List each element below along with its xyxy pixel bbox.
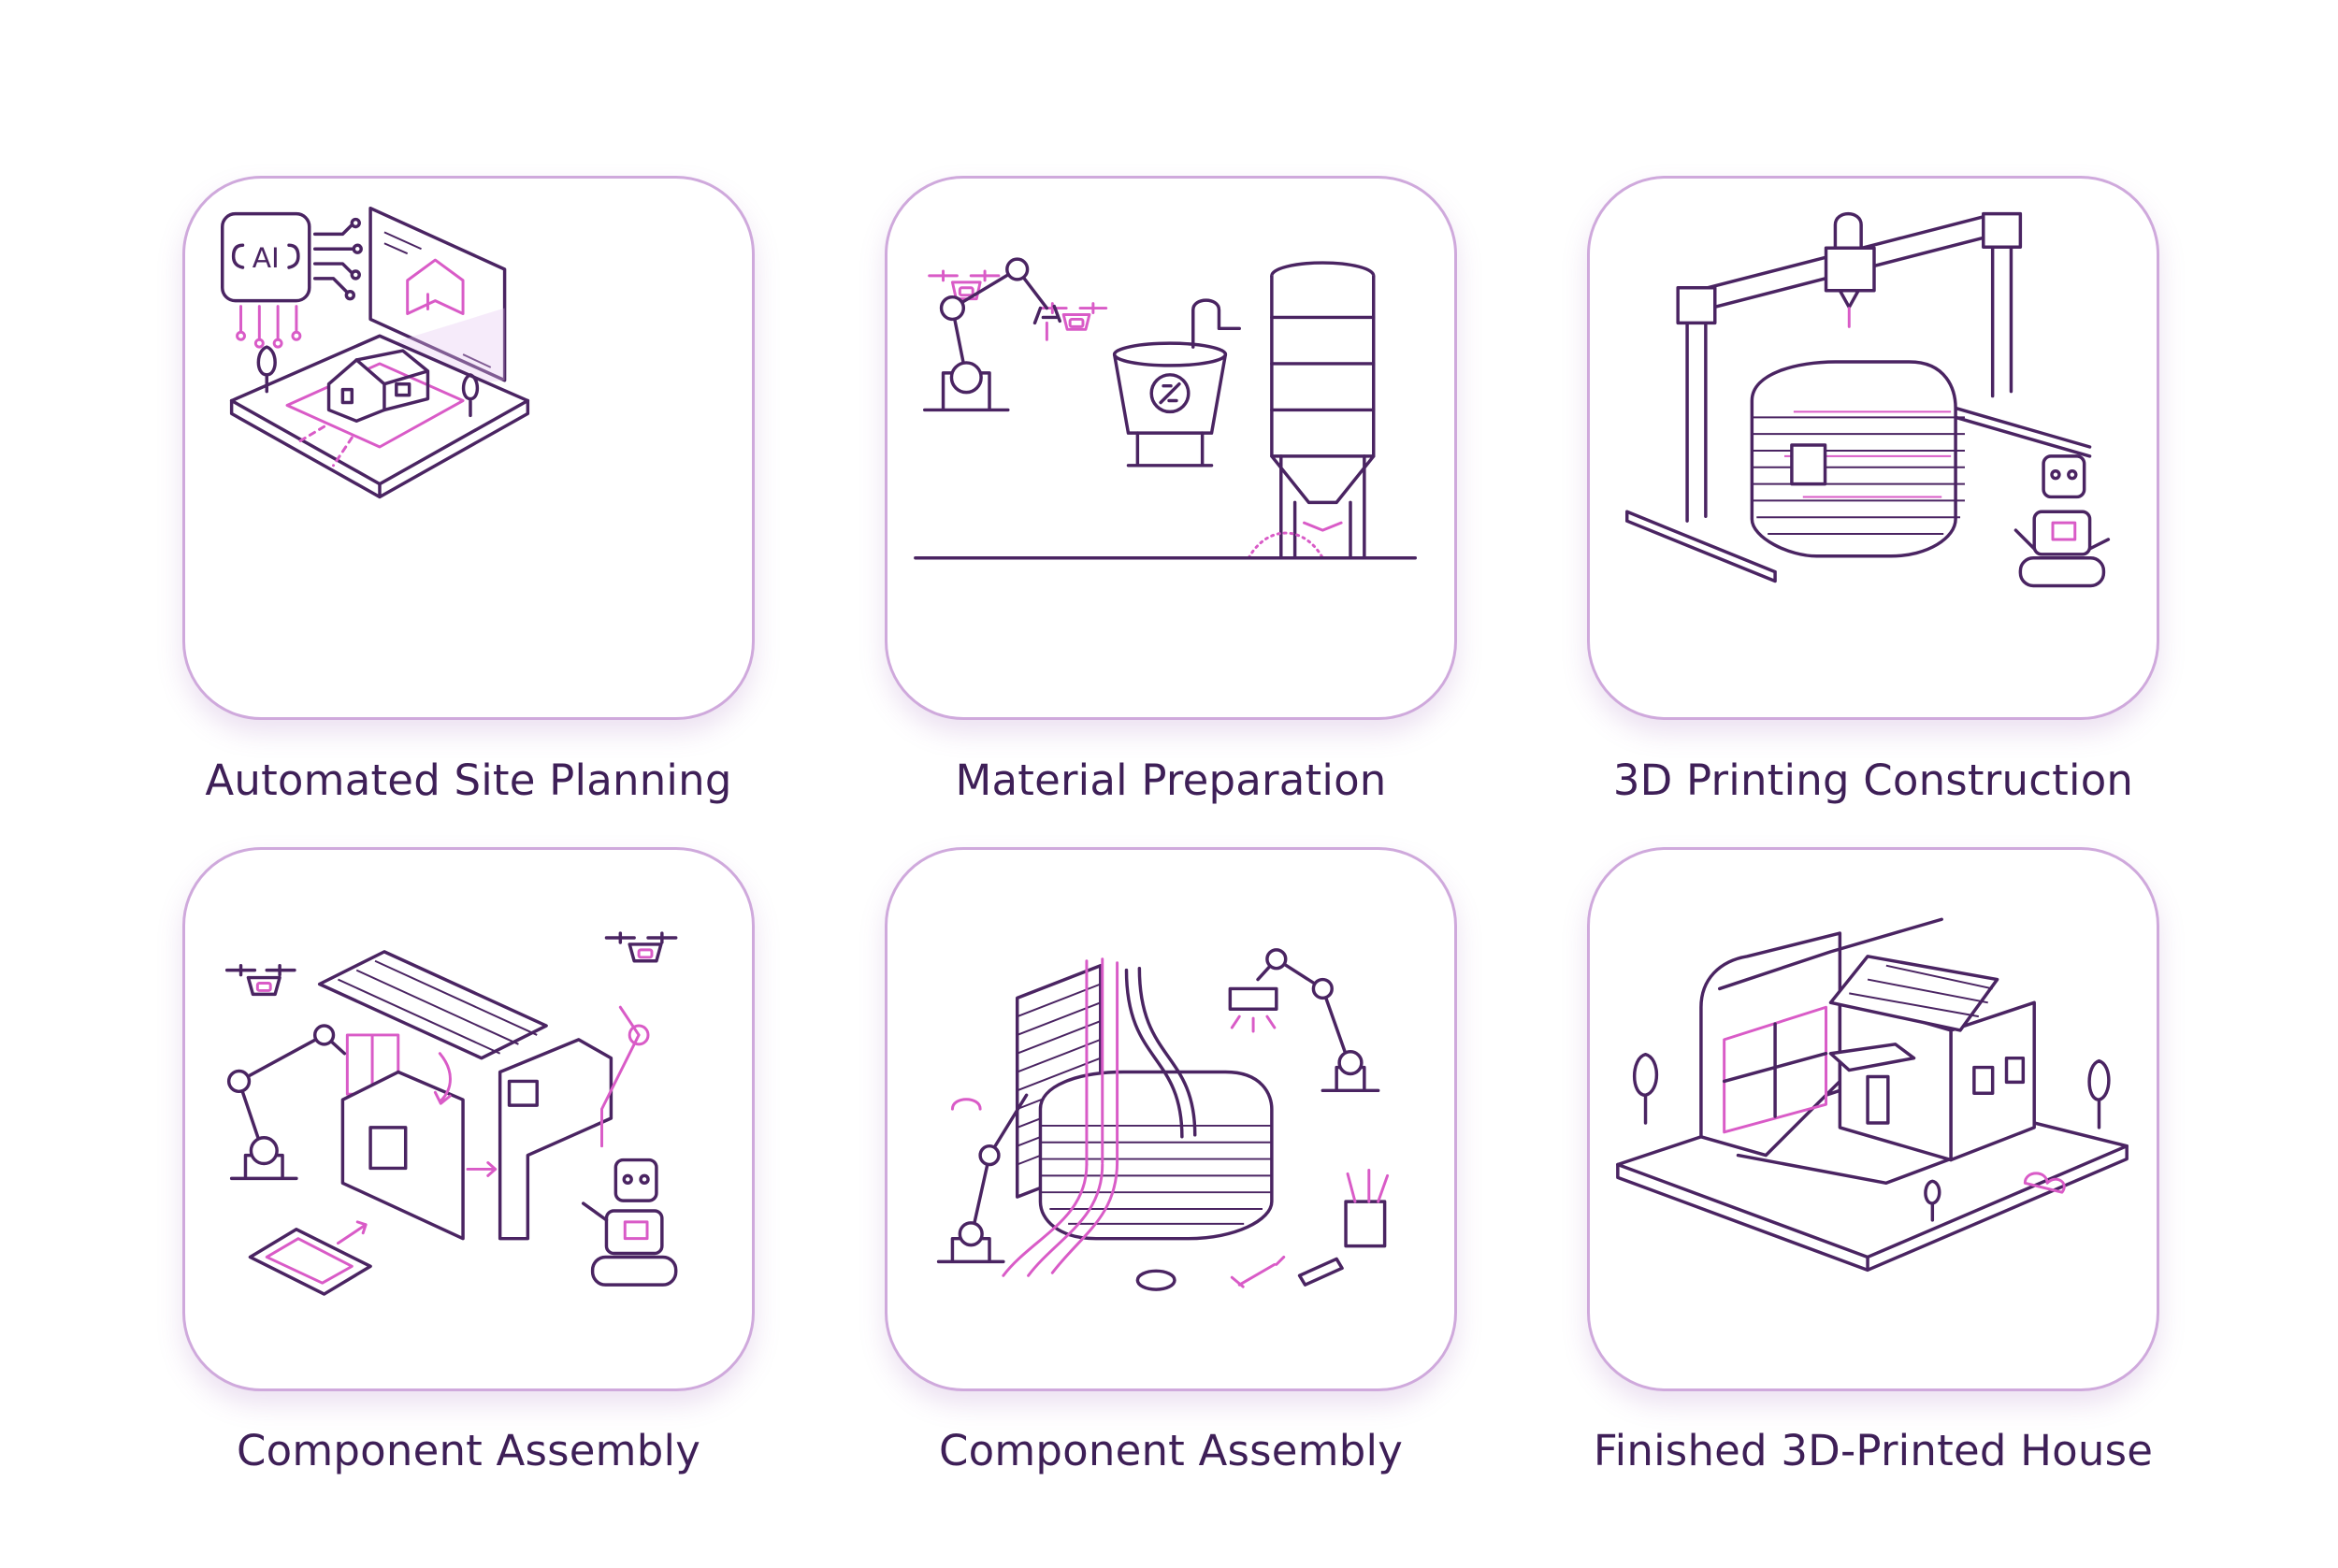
caption-3d-printing-construction: 3D Printing Construction: [1612, 755, 2134, 805]
caption-component-assembly-1: Component Assembly: [236, 1426, 701, 1475]
caption-automated-site-planning: Automated Site Planning: [205, 755, 732, 805]
robotic-assembly-icon: [224, 931, 678, 1296]
card-3d-printing-construction: [1587, 176, 2159, 720]
robot-icon: [581, 1158, 678, 1287]
robot-icon: [2013, 454, 2111, 588]
caption-component-assembly-2: Component Assembly: [938, 1426, 1404, 1475]
material-preparation-icon: [914, 257, 1418, 560]
ai-badge: AI: [253, 242, 280, 275]
caption-material-preparation: Material Preparation: [955, 755, 1387, 805]
card-automated-site-planning: AI: [182, 176, 755, 720]
drone-icon: [224, 963, 296, 997]
caption-finished-house: Finished 3D-Printed House: [1593, 1426, 2154, 1475]
utility-installation-icon: [936, 948, 1390, 1291]
drone-icon: [604, 931, 678, 963]
card-component-assembly-2: [885, 847, 1457, 1391]
finished-house-icon: [1616, 917, 2129, 1273]
3d-printer-gantry-icon: [1625, 211, 2111, 588]
ai-site-planning-icon: AI: [221, 206, 530, 499]
card-component-assembly-1: [182, 847, 755, 1391]
card-finished-house: [1587, 847, 2159, 1391]
card-material-preparation: [885, 176, 1457, 720]
drone-icon: [928, 269, 1001, 301]
